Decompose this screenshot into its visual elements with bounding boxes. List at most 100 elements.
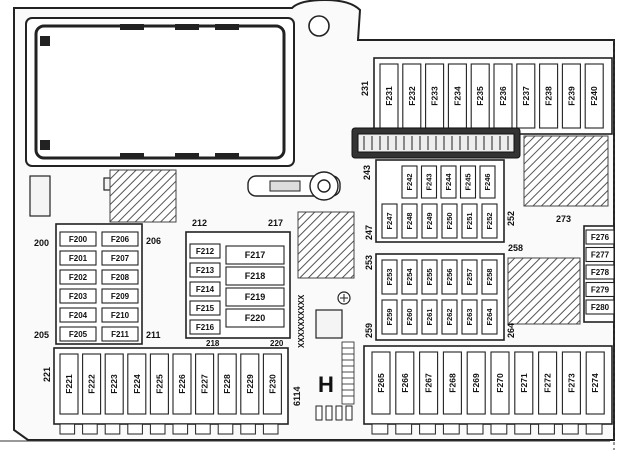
- fuse-label: F246: [483, 173, 492, 190]
- fuse-slot: [421, 259, 438, 295]
- fuse-label: F210: [111, 311, 130, 320]
- fuse-label: F231: [384, 86, 394, 106]
- fuse-tab: [217, 423, 234, 435]
- fuse-label: F252: [485, 212, 494, 229]
- fuse-label: F217: [245, 250, 266, 260]
- fuse-label: F268: [447, 373, 457, 393]
- fuse-label: F269: [471, 373, 481, 393]
- fuse-label: F233: [430, 86, 440, 106]
- fuse-tab: [395, 423, 413, 435]
- fuse-slot: [584, 63, 604, 129]
- fork-clip: [247, 171, 341, 201]
- fuse-label: F274: [590, 373, 600, 393]
- fuse-label: F248: [405, 212, 414, 229]
- fuse-tab: [262, 423, 279, 435]
- fuse-label: F270: [495, 373, 505, 393]
- fuse-label: F236: [498, 86, 508, 106]
- fuse-slot: [59, 307, 97, 323]
- fuse-label: F230: [267, 374, 277, 394]
- xx-marking: XXXXXXXXXX: [297, 294, 306, 348]
- fuse-tab: [419, 423, 436, 435]
- fuse-label: F260: [405, 308, 414, 325]
- fuse-slot: [538, 351, 558, 415]
- fuse-tab: [561, 423, 579, 435]
- fuse-slot: [395, 351, 415, 415]
- label-273: 273: [556, 214, 571, 224]
- fuse-label: F207: [111, 254, 130, 263]
- fuse-label: F222: [87, 374, 97, 394]
- label-221: 221: [42, 367, 52, 382]
- pin-row-bottom: [315, 405, 353, 421]
- fuse-slot: [459, 165, 477, 199]
- fuse-slot: [420, 165, 438, 199]
- fuse-slot: [59, 250, 97, 266]
- main-relay-clips: [40, 24, 239, 159]
- fuse-tab: [466, 423, 484, 435]
- label-247: 247: [364, 225, 374, 240]
- fuse-label: F235: [475, 86, 485, 106]
- fuse-slot: [461, 203, 478, 239]
- fuse-slot: [381, 203, 398, 239]
- label-231: 231: [360, 81, 370, 96]
- fuse-label: F257: [465, 268, 474, 285]
- label-217: 217: [268, 218, 283, 228]
- fuse-label: F255: [425, 268, 434, 285]
- fuse-slot: [441, 203, 458, 239]
- center-square-block: [315, 309, 343, 339]
- fuse-slot: [189, 262, 221, 278]
- label-258: 258: [508, 243, 523, 253]
- fuse-slot: [419, 351, 439, 415]
- fuse-slot: [127, 353, 147, 415]
- fuse-tab: [371, 423, 389, 435]
- fuse-label: F232: [407, 86, 417, 106]
- fuse-label: F203: [69, 292, 88, 301]
- fuse-slot: [195, 353, 215, 415]
- fuse-slot: [561, 63, 581, 129]
- fuse-label: F213: [196, 266, 215, 275]
- fuse-label: F227: [200, 374, 210, 394]
- fuse-label: F209: [111, 292, 130, 301]
- fuse-label: F243: [425, 173, 434, 190]
- hatched-relay-208: [109, 169, 177, 223]
- fuse-label: F206: [111, 235, 130, 244]
- fuse-slot: [101, 231, 139, 247]
- fuse-label: F234: [452, 86, 462, 106]
- fuse-label: F277: [591, 250, 610, 259]
- fuse-label: F280: [591, 303, 610, 312]
- label-211: 211: [146, 330, 161, 340]
- fuse-slot: [59, 288, 97, 304]
- fuse-slot: [481, 259, 498, 295]
- fuse-label: F261: [425, 308, 434, 325]
- fuse-tab: [82, 423, 98, 435]
- fuse-slot: [189, 281, 221, 297]
- fuse-slot: [101, 250, 139, 266]
- fuse-label: F218: [245, 271, 266, 281]
- fuse-slot: [516, 63, 536, 129]
- fuse-label: F229: [245, 374, 255, 394]
- fuse-slot: [401, 165, 418, 199]
- fuse-slot: [440, 165, 457, 199]
- fuse-slot: [441, 299, 458, 335]
- fuse-slot: [371, 351, 391, 415]
- fuse-slot: [514, 351, 534, 415]
- fuse-slot: [101, 326, 139, 342]
- fuse-slot: [189, 243, 221, 259]
- fuse-label: F258: [485, 268, 494, 285]
- fuse-tab: [195, 423, 211, 435]
- h-marking: H: [318, 372, 334, 397]
- fuse-slot: [401, 259, 418, 295]
- label-212: 212: [192, 218, 207, 228]
- fuse-slot: [401, 299, 418, 335]
- fuse-slot: [585, 299, 615, 315]
- fuse-label: F263: [465, 308, 474, 325]
- fuse-slot: [240, 353, 260, 415]
- label-6114: 6114: [292, 386, 302, 406]
- label-264: 264: [506, 323, 516, 338]
- fuse-label: F244: [444, 173, 453, 191]
- fuse-slot: [149, 353, 169, 415]
